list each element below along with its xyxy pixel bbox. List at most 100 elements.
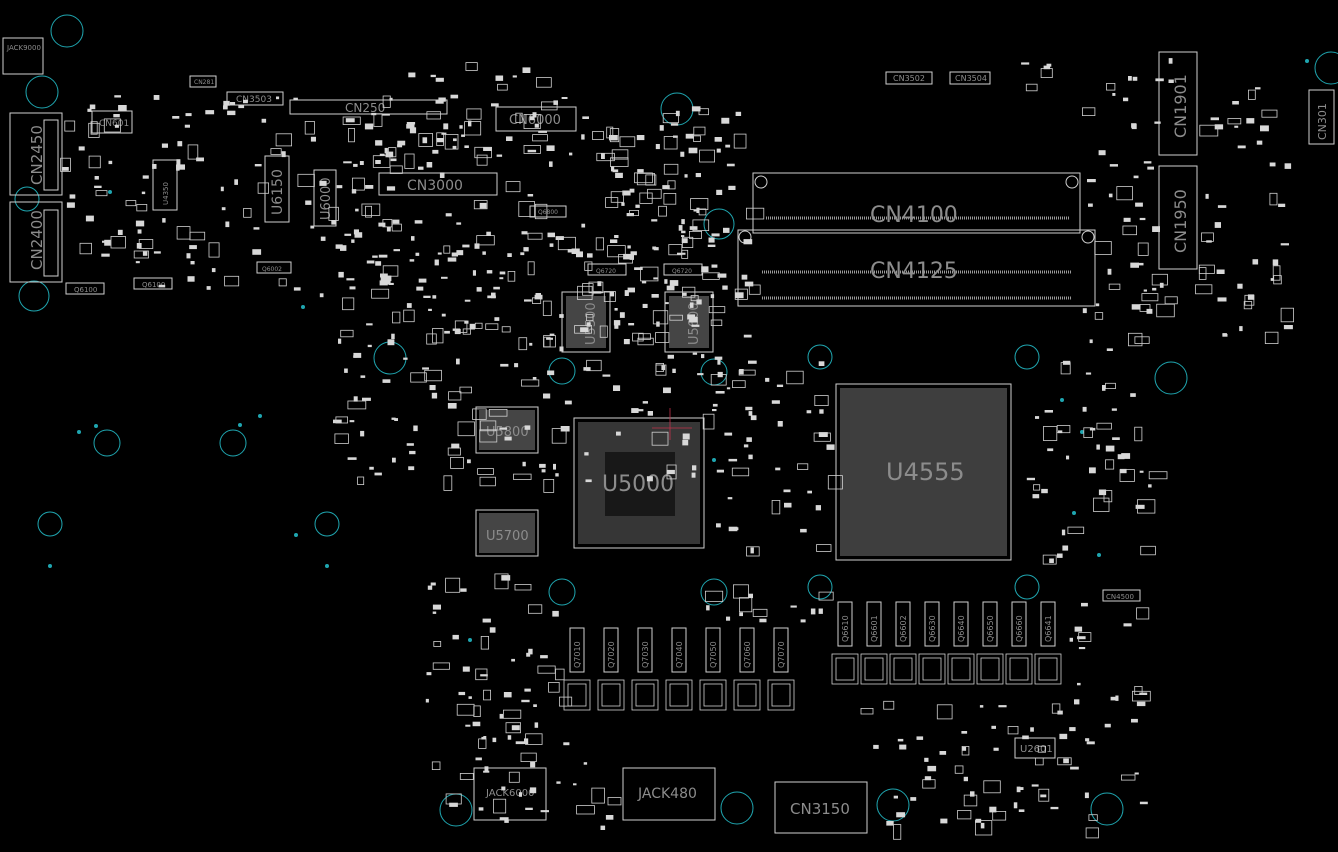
smd-pad [614,235,619,238]
inductor-label: Q6630 [928,615,937,642]
smd-part [1105,459,1115,470]
smd-pad [1132,76,1138,81]
smd-part [1025,83,1038,92]
smd-part [1134,426,1143,442]
smd-pad [1237,145,1246,149]
smd-pad [1280,243,1289,246]
smd-part [515,112,523,123]
smd-pad [451,443,460,449]
smd-part [448,391,462,401]
smd-pad [430,74,436,78]
smd-pad [818,361,825,366]
smd-pad [1112,437,1120,440]
smd-part [426,111,441,120]
smd-pad [456,222,462,225]
smd-pad [1047,448,1054,452]
smd-part [1201,232,1214,242]
smd-pad [369,466,374,470]
smd-pad [1217,205,1227,208]
smd-pad [375,261,382,266]
smd-pad [1032,494,1040,499]
smd-pad [529,116,535,121]
smd-part [342,116,361,125]
smd-pad [511,658,515,662]
smd-pad [176,164,185,170]
smd-pad [613,385,621,391]
smd-part [576,805,595,815]
smd-part [335,416,348,424]
smd-part [1067,526,1085,534]
inductor-label: Q6601 [870,615,879,642]
smd-pad [101,253,110,257]
smd-pad [961,731,968,734]
smd-part [599,325,608,338]
inductor: Q6641 [1034,601,1062,685]
smd-part [388,147,397,158]
smd-pad [1082,308,1087,314]
smd-pad [452,634,459,640]
smd-pad [413,425,418,432]
smd-pad [360,430,365,437]
smd-part [584,261,593,271]
smd-pad [141,191,146,195]
smd-part [88,122,100,138]
smd-pad [1070,766,1079,770]
smd-pad [1050,806,1059,810]
smd-pad [619,312,625,318]
smd-pad [524,738,529,744]
q6100-label: Q6100 [74,286,97,294]
smd-pad [499,817,509,820]
smd-part [479,420,497,432]
smd-part [640,266,659,282]
smd-pad [916,736,924,740]
smd-part [1103,490,1113,503]
smd-part [1272,265,1281,281]
smd-pad [576,251,583,258]
smd-pad [777,421,783,427]
smd-pad [710,294,715,299]
smd-part [348,127,355,143]
smd-pad [374,472,382,476]
u5500-label: U5500 [584,302,599,345]
smd-pad [186,253,191,259]
smd-pad [667,354,674,359]
cn3502-label: CN3502 [893,74,925,83]
smd-pad [624,290,629,296]
smd-pad [114,95,121,98]
smd-part [651,431,669,446]
smd-pad [372,255,378,258]
smd-pad [347,457,357,460]
smd-pad [1143,161,1152,164]
smd-part [103,118,121,133]
mounting-hole [14,186,40,212]
smd-pad [385,151,394,158]
cn4500-label: CN4500 [1106,593,1134,601]
smd-pad [873,744,879,749]
smd-part [632,332,644,342]
smd-part [523,114,541,130]
smd-pad [1232,101,1239,105]
smd-pad [1057,553,1063,558]
smd-pad [716,469,724,473]
smd-pad [1095,303,1100,307]
smd-pad [506,136,513,141]
smd-pad [1139,217,1146,221]
smd-pad [775,467,781,471]
small-components [60,58,1294,840]
smd-pad [353,352,362,358]
smd-pad [344,368,348,373]
smd-pad [561,97,568,99]
cn3504-connector: CN3504 [949,71,991,85]
smd-pad [451,252,458,257]
smd-pad [646,476,653,482]
smd-pad [468,120,472,127]
smd-pad [379,280,388,286]
smd-pad [480,674,488,677]
smd-part [505,722,522,734]
smd-part [502,709,522,719]
smd-pad [449,802,458,807]
smd-pad [69,194,76,199]
smd-pad [616,431,621,436]
smd-pad [532,377,537,380]
smd-part [497,83,508,91]
